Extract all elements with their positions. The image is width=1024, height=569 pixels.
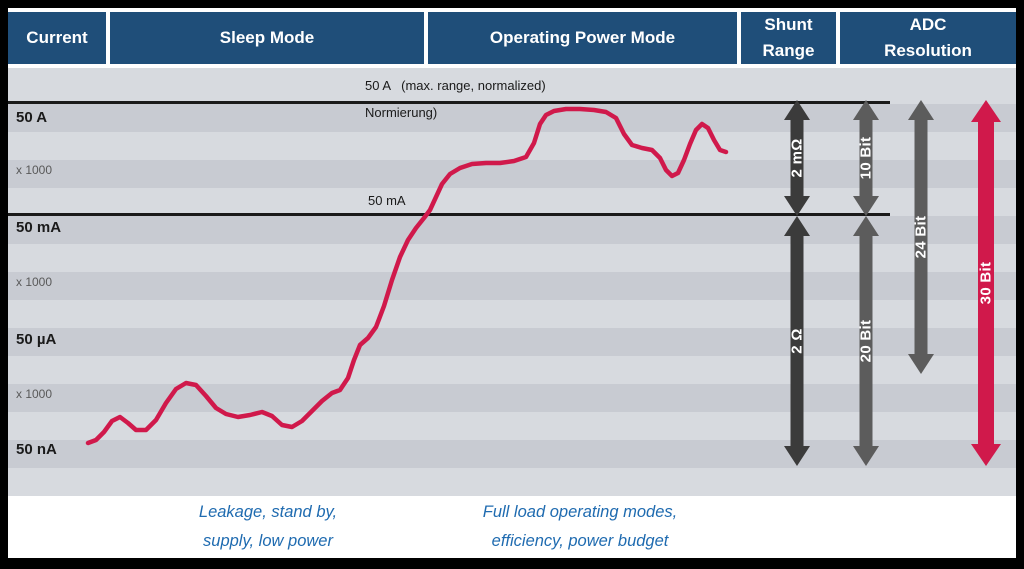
stripe-band-top (8, 68, 1016, 104)
arrow-shunt-2ohm: 2 Ω (784, 216, 810, 466)
reference-line-50A (8, 101, 890, 104)
arrow-label-2ohm: 2 Ω (788, 328, 806, 354)
arrow-label-2mohm: 2 mΩ (788, 138, 806, 178)
footnote-operating-mode-line1: Full load operating modes, (482, 503, 678, 521)
header-adc-resolution-line1: ADC (909, 14, 947, 34)
axis-label-50A: 50 A (16, 109, 48, 126)
axis-label-50mA: 50 mA (16, 219, 62, 236)
header-shunt-range: Shunt Range (741, 12, 836, 64)
header-current: Current (8, 12, 106, 64)
arrow-shaft (978, 119, 994, 447)
header-shunt-range-line2: Range (762, 41, 815, 60)
arrow-adc-10bit: 10 Bit (853, 100, 879, 216)
arrow-label-20bit: 20 Bit (857, 319, 875, 363)
arrow-shunt-2mohm: 2 mΩ (784, 100, 810, 216)
arrow-shaft (790, 117, 804, 199)
footnote-operating-mode: Full load operating modes, efficiency, p… (425, 498, 735, 556)
footnote-sleep-mode: Leakage, stand by, supply, low power (118, 498, 418, 556)
axis-label-x1000-1: x 1000 (16, 163, 53, 177)
header-adc-resolution-line2: Resolution (884, 41, 972, 60)
annotation-max-range-line2: Normierung) (365, 105, 438, 120)
arrow-label-30bit: 30 Bit (977, 261, 995, 305)
arrowhead-up-icon (853, 216, 879, 236)
arrowhead-down-icon (784, 196, 810, 216)
footnote-sleep-mode-line1: Leakage, stand by, (198, 503, 338, 521)
reference-line-50mA (8, 213, 890, 216)
header-shunt-range-line1: Shunt (764, 14, 813, 34)
axis-label-50uA: 50 µA (16, 331, 57, 348)
header-adc-resolution: ADC Resolution (840, 12, 1016, 64)
arrowhead-up-icon (908, 100, 934, 120)
arrowhead-up-icon (853, 100, 879, 120)
header-operating-power-mode: Operating Power Mode (428, 12, 737, 64)
arrow-shaft (859, 117, 873, 199)
header-sleep-mode: Sleep Mode (110, 12, 424, 64)
arrow-label-24bit: 24 Bit (912, 215, 930, 259)
arrow-adc-24bit: 24 Bit (908, 100, 934, 374)
arrow-adc-20bit: 20 Bit (853, 216, 879, 466)
footnote-sleep-mode-line2: supply, low power (203, 531, 333, 550)
axis-label-x1000-3: x 1000 (16, 387, 53, 401)
axis-label-50nA: 50 nA (16, 441, 57, 458)
annotation-50mA-level: 50 mA (368, 193, 406, 208)
arrowhead-down-icon (908, 354, 934, 374)
header-sleep-mode-label: Sleep Mode (219, 27, 315, 47)
arrowhead-down-icon (971, 444, 1001, 466)
annotation-max-range-line1: 50 A (max. range, normalized) (365, 78, 546, 93)
arrowhead-down-icon (853, 196, 879, 216)
arrow-adc-30bit: 30 Bit (971, 100, 1001, 466)
arrow-shaft (859, 233, 873, 449)
arrow-shaft (914, 117, 928, 357)
axis-label-x1000-2: x 1000 (16, 275, 53, 289)
arrowhead-down-icon (853, 446, 879, 466)
header-operating-power-mode-label: Operating Power Mode (489, 27, 676, 47)
arrow-label-10bit: 10 Bit (857, 136, 875, 180)
arrowhead-up-icon (971, 100, 1001, 122)
header-current-label: Current (26, 27, 88, 47)
arrowhead-up-icon (784, 100, 810, 120)
arrowhead-up-icon (784, 216, 810, 236)
arrowhead-down-icon (784, 446, 810, 466)
arrow-shaft (790, 233, 804, 449)
footnote-operating-mode-line2: efficiency, power budget (491, 531, 669, 550)
